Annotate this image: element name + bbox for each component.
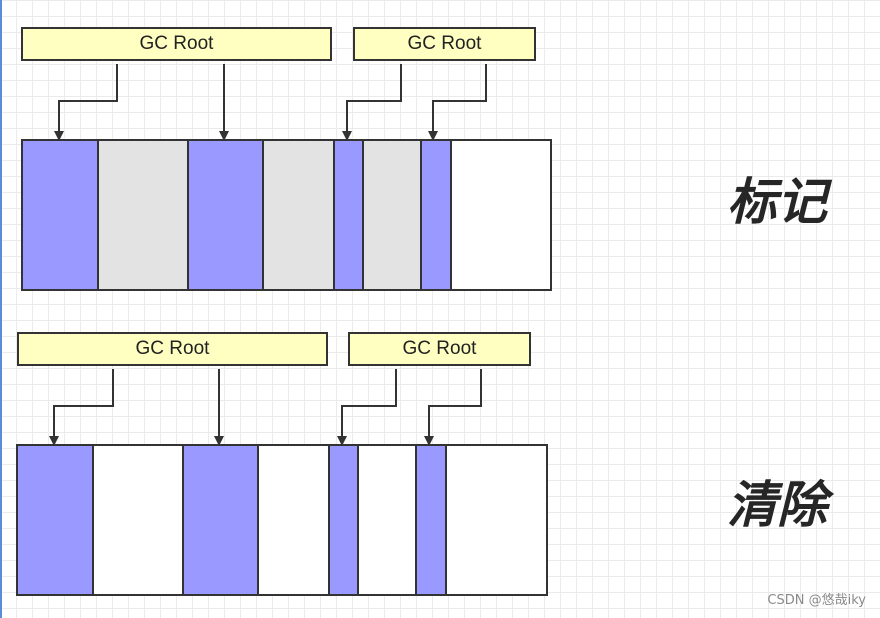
heap-sweep <box>16 444 548 596</box>
heap-cell <box>364 141 422 289</box>
heap-cell <box>335 141 364 289</box>
heap-cell <box>259 446 330 594</box>
heap-cell <box>452 141 550 289</box>
heap-cell <box>18 446 94 594</box>
heap-cell <box>94 446 184 594</box>
heap-cell <box>330 446 359 594</box>
gc-root-label: GC Root <box>407 33 482 54</box>
heap-cell <box>184 446 259 594</box>
gc-root-box: GC Root <box>353 27 536 61</box>
arrow-sweep-1 <box>49 369 114 446</box>
arrow-mark-1 <box>54 64 118 141</box>
arrow-sweep-4 <box>424 369 482 446</box>
heap-cell <box>99 141 189 289</box>
heap-cell <box>417 446 447 594</box>
left-edge-line <box>0 0 2 618</box>
phase-label-sweep: 清除 <box>727 476 827 534</box>
heap-mark <box>21 139 552 291</box>
arrow-mark-4 <box>428 64 487 141</box>
heap-cell <box>23 141 99 289</box>
gc-root-box: GC Root <box>17 332 328 366</box>
heap-cell <box>359 446 417 594</box>
heap-cell <box>189 141 264 289</box>
watermark: CSDN @悠哉iky <box>767 593 866 608</box>
gc-root-box: GC Root <box>21 27 332 61</box>
heap-cell <box>264 141 335 289</box>
gc-root-label: GC Root <box>135 338 210 359</box>
gc-root-box: GC Root <box>348 332 531 366</box>
gc-root-label: GC Root <box>139 33 214 54</box>
arrow-mark-3 <box>342 64 402 141</box>
arrow-sweep-3 <box>337 369 397 446</box>
heap-cell <box>422 141 452 289</box>
heap-cell <box>447 446 546 594</box>
phase-label-mark: 标记 <box>727 173 827 231</box>
gc-root-label: GC Root <box>402 338 477 359</box>
